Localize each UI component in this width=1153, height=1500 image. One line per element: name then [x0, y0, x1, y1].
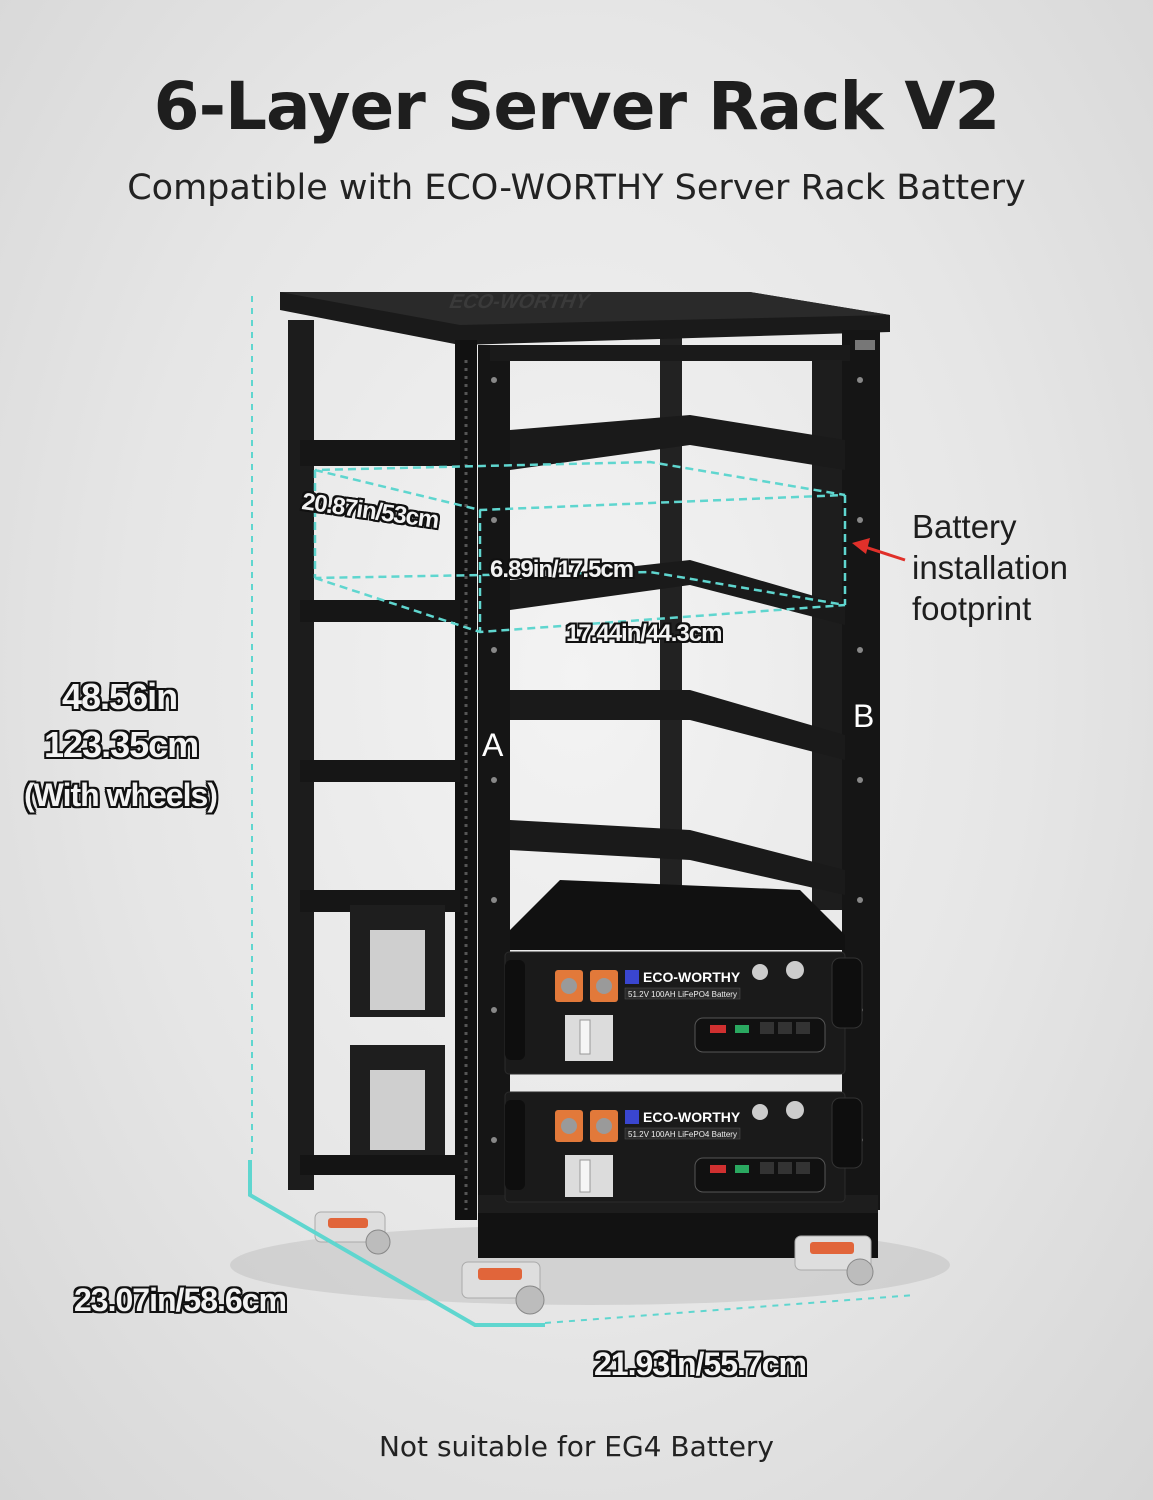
- side-label-a: A: [482, 727, 504, 763]
- battery-1-brand: ECO-WORTHY: [643, 969, 741, 985]
- side-label-b: B: [853, 698, 875, 734]
- wheel-back-left: [314, 1211, 391, 1255]
- battery-2-model: 51.2V 100AH LiFePO4 Battery: [628, 1130, 737, 1139]
- callout-arrow: [852, 538, 906, 562]
- footer-note: Not suitable for EG4 Battery: [378, 1430, 775, 1463]
- base-depth-guide: [248, 1160, 545, 1327]
- dim-height-slot: 6.89in/17.5cm: [490, 556, 634, 583]
- battery-footprint-callout: Battery installation footprint: [912, 506, 1068, 629]
- dim-height-in: 48.56in: [62, 676, 178, 717]
- dim-depth-base: 23.07in/58.6cm: [74, 1282, 287, 1318]
- top-brand-text: ECO-WORTHY: [446, 291, 593, 313]
- dim-height-note: (With wheels): [24, 777, 218, 813]
- base-width-guide: [544, 1294, 916, 1324]
- battery-2-brand: ECO-WORTHY: [643, 1109, 741, 1125]
- wheel-front-right: [794, 1235, 874, 1286]
- dim-width-slot: 17.44in/44.3cm: [566, 620, 722, 647]
- battery-module-2: ECO-WORTHY 51.2V 100AH LiFePO4 Battery: [504, 1091, 863, 1203]
- dim-width-base: 21.93in/55.7cm: [594, 1346, 807, 1382]
- battery-module-1: ECO-WORTHY 51.2V 100AH LiFePO4 Battery: [504, 951, 863, 1075]
- dim-height-cm: 123.35cm: [44, 724, 199, 765]
- wheel-front-left: [461, 1261, 545, 1315]
- callout-line-3: footprint: [912, 590, 1032, 627]
- battery-1-model: 51.2V 100AH LiFePO4 Battery: [628, 990, 737, 999]
- callout-line-1: Battery: [912, 508, 1017, 545]
- page-title: 6-Layer Server Rack V2: [153, 68, 1001, 145]
- battery-footprint-box: [313, 460, 847, 634]
- page-subtitle: Compatible with ECO-WORTHY Server Rack B…: [127, 168, 1026, 208]
- callout-line-2: installation: [912, 549, 1068, 586]
